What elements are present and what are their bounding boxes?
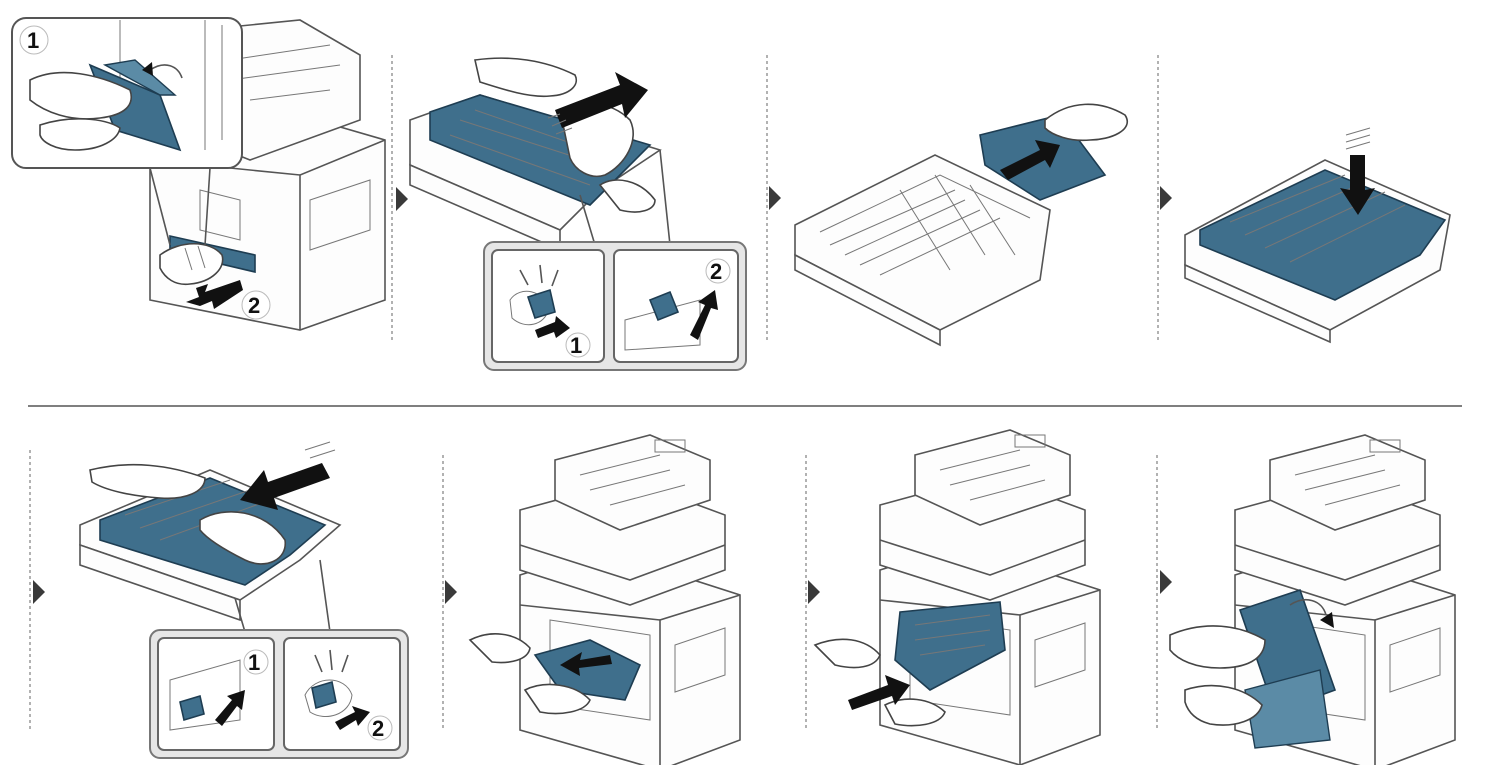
step-number-badge: 2 <box>710 259 722 284</box>
step-number-badge: 2 <box>248 293 260 318</box>
push-in-arrow-icon <box>848 675 910 710</box>
next-step-arrow-icon <box>445 580 457 604</box>
step-number-badge: 1 <box>27 28 39 53</box>
pull-paper-arrow-icon <box>560 652 612 676</box>
step-4-illustration <box>1184 127 1451 344</box>
extend-arrow-icon <box>555 72 648 128</box>
step-number-badge: 2 <box>372 716 384 741</box>
step-number-badge: 1 <box>570 333 582 358</box>
next-step-arrow-icon <box>1160 186 1172 210</box>
push-down-arrow-icon <box>1340 155 1375 215</box>
step-1-illustration: 2 1 <box>11 17 386 331</box>
next-step-arrow-icon <box>33 580 45 604</box>
next-step-arrow-icon <box>1160 570 1172 594</box>
step-2-illustration: 1 2 <box>409 57 747 371</box>
step-8-illustration <box>1169 434 1456 765</box>
next-step-arrow-icon <box>396 187 408 211</box>
next-step-arrow-icon <box>769 186 781 210</box>
step-6-illustration <box>468 434 741 765</box>
step-number-badge: 1 <box>248 650 260 675</box>
step-5-illustration: 1 2 <box>79 441 409 759</box>
step-7-illustration <box>813 429 1101 765</box>
remove-paper-arrow-icon <box>1000 140 1060 180</box>
pull-arrow-icon <box>186 280 243 309</box>
close-cover-arrow-icon <box>1320 612 1334 628</box>
next-step-arrow-icon <box>808 580 820 604</box>
push-in-arrow-icon <box>240 463 330 510</box>
step-3-illustration <box>794 103 1128 347</box>
